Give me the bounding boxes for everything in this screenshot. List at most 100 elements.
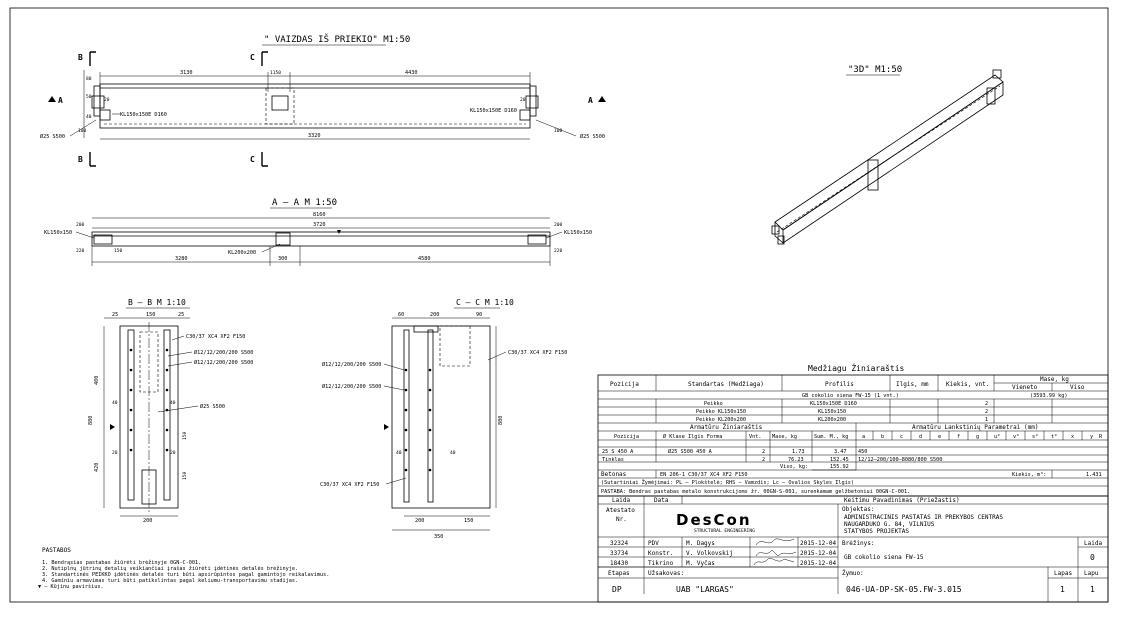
tb-lapu-label: Lapu	[1084, 570, 1099, 577]
peikko-row-2-profile: KL150x150	[818, 409, 846, 415]
mat-head-ilgis: Ilgis, mm	[896, 381, 929, 388]
bb-small-4: 20	[170, 450, 176, 456]
mat-element-mass: (3593.99 kg)	[1030, 393, 1067, 399]
aa-right-label: KL150x150	[564, 230, 592, 236]
bb-small-5: 150	[182, 431, 188, 440]
bb-dim-top-1: 25	[112, 312, 118, 318]
view-3d: "3D" M1:50	[771, 65, 1004, 245]
aa-right-dim-2: 220	[554, 248, 563, 254]
rebar-row-1-qty: 2	[762, 449, 765, 455]
materials-pastaba: PASTABA: Bendras pastabas metalo konstru…	[601, 488, 910, 495]
front-right-insert-label: KL150x150E D160	[470, 108, 517, 114]
bb-small-2: 40	[170, 400, 176, 406]
person-2-nr: 33734	[610, 550, 628, 557]
rebar-viso-label: Viso, kg:	[780, 464, 808, 470]
rebar-head-f: f	[957, 434, 960, 440]
cc-small-2: 40	[450, 450, 456, 456]
mat-head-viso: Viso	[1070, 384, 1085, 391]
person-2-name: V. Volkovskij	[686, 550, 733, 557]
rebar-head-y: y	[1090, 434, 1093, 440]
tb-brezinys-value: GB cokolio siena FW-15	[844, 554, 924, 561]
aa-dim-bottom-1: 3280	[175, 256, 188, 262]
rebar-row-1-pos: 25 S 450 A	[602, 449, 634, 455]
bb-dim-top-3: 25	[178, 312, 184, 318]
section-bb: B – B M 1:10 25 150 25 400 880 420 C30/3…	[88, 298, 253, 524]
front-dim-3: 4430	[405, 70, 418, 76]
section-mark-a-left: A	[58, 96, 63, 105]
aa-right-dim-1: 200	[554, 222, 563, 228]
bb-dim-side-1: 400	[94, 376, 100, 385]
rebar-title: Armatūru Žiniaraštis	[690, 423, 763, 431]
rebar-row-1-param: 450	[858, 449, 867, 455]
tb-brezinys-label: Brėžinys:	[842, 540, 875, 547]
tb-atestato: Atestato	[606, 507, 635, 514]
betonas-value: EN 206-1 C30/37 XC4 XF2 F150	[660, 472, 747, 478]
tb-lapas-value: 1	[1060, 585, 1065, 594]
tb-objektas-line-3: STATYBOS PROJEKTAS	[844, 528, 909, 535]
bb-label-concrete: C30/37 XC4 XF2 F150	[186, 334, 245, 340]
person-2-date: 2015-12-04	[800, 550, 837, 557]
peikko-row-3-qty: 1	[985, 417, 988, 423]
mat-head-pozicija: Pozicija	[610, 381, 639, 388]
cc-dim-top-2: 200	[430, 312, 439, 318]
kiekis-value: 1.431	[1086, 472, 1102, 478]
tb-zymuo-label: Žymuo:	[842, 569, 864, 577]
peikko-row-3-name: Peikko KL200x200	[696, 417, 746, 423]
section-aa-title: A – A M 1:50	[272, 198, 337, 208]
cc-dim-bottom-2: 150	[464, 518, 473, 524]
materials-title: Medžiagu Žiniaraštis	[808, 362, 905, 373]
bb-dim-side-3: 420	[94, 463, 100, 472]
rebar-head-d: d	[919, 434, 922, 440]
kiekis-label: Kiekis, m³:	[1012, 472, 1046, 478]
mat-head-kiekis: Kiekis, vnt.	[946, 381, 989, 388]
betonas-label: Betonas	[601, 471, 627, 478]
notes-block: PASTABOS 1. Bendrąsias pastabas žiūrėti …	[38, 547, 329, 590]
rebar-head-s: s°	[1032, 434, 1038, 440]
materials-legend: (Sutartiniai Žymėjimai: PL – Plokštelė; …	[601, 478, 854, 486]
materials-table: Medžiagu Žiniaraštis Pozicija Standartas…	[597, 362, 1109, 497]
bb-dim-side-2: 880	[88, 416, 94, 425]
signature-1	[755, 538, 795, 546]
person-3-name: M. Vyčas	[686, 560, 715, 567]
person-1-name: M. Dagys	[686, 540, 715, 547]
tb-etapas-label: Etapas	[608, 570, 630, 577]
mat-head-mase: Mase, kg	[1040, 376, 1069, 383]
person-1-nr: 32324	[610, 540, 628, 547]
front-dim-1: 3130	[180, 70, 193, 76]
mat-head-standartas: Standartas (Medžiaga)	[688, 381, 764, 388]
tb-data: Data	[654, 497, 669, 504]
bb-dim-bottom: 200	[143, 518, 152, 524]
cc-label-mesh-2: Ø12/12/200/200 S500	[322, 383, 381, 390]
rebar-row-2-param: 12/12–200/100–8080/800 S500	[858, 457, 942, 463]
tb-laida-value: 0	[1090, 553, 1095, 562]
cc-dim-top-1: 60	[398, 312, 404, 318]
aa-dim-inner: 3720	[313, 222, 326, 228]
section-mark-b-top: B	[78, 53, 83, 62]
front-view: " VAIZDAS IŠ PRIEKIO" M1:50 B C 3130 115…	[40, 33, 606, 167]
tb-uzsakovas-value: UAB "LARGAS"	[676, 585, 734, 594]
rebar-head-v: v°	[1013, 434, 1019, 440]
bb-dim-top-2: 150	[146, 312, 155, 318]
aa-left-label: KL150x150	[44, 230, 72, 236]
front-small-dim-4: 20	[104, 97, 110, 103]
person-3-date: 2015-12-04	[800, 560, 837, 567]
sheet-border	[9, 7, 1109, 603]
cc-dim-bottom-3: 350	[434, 534, 443, 540]
cc-small-1: 40	[396, 450, 402, 456]
section-aa: A – A M 1:50 8160 3720 KL150x150 KL150x1…	[44, 198, 592, 266]
note-3: 3. Standartinės PEIKKO įdėtinės detalės …	[42, 572, 329, 578]
rebar-head-a: a	[862, 434, 865, 440]
rebar-row-1-sum: 3.47	[834, 449, 847, 455]
rebar-head-b: b	[881, 434, 884, 440]
rebar-row-2-sum: 152.45	[830, 457, 849, 463]
rebar-params-title: Armatūru Lankstinių Parametrai (mm)	[912, 424, 1038, 431]
tb-laida-label: Laida	[1084, 540, 1102, 547]
cc-label-concrete-bottom: C30/37 XC4 XF2 F150	[320, 482, 379, 488]
tb-laida: Laida	[612, 497, 630, 504]
rebar-head-t: t°	[1051, 434, 1057, 440]
front-small-dim-6: 100	[78, 128, 87, 134]
section-bb-title: B – B M 1:10	[128, 298, 186, 307]
front-small-dim-3: 40	[86, 114, 92, 120]
front-left-insert-label: KL150x150E D160	[120, 112, 167, 118]
